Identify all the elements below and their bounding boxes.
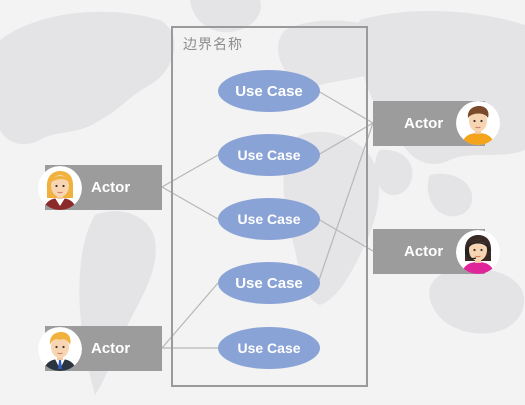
woman-blonde-avatar-icon — [38, 166, 82, 210]
use-case-label: Use Case — [235, 274, 303, 292]
boundary-title: 边界名称 — [183, 37, 243, 53]
association-line — [317, 122, 374, 156]
use-case-1[interactable]: Use Case — [218, 70, 320, 112]
woman-headset-avatar-icon — [456, 230, 500, 274]
use-case-3[interactable]: Use Case — [218, 198, 320, 240]
use-case-label: Use Case — [237, 340, 301, 356]
use-case-label: Use Case — [237, 147, 301, 163]
use-case-label: Use Case — [235, 82, 303, 100]
map-greenland — [190, 0, 261, 33]
map-arabia — [374, 149, 413, 196]
use-case-5[interactable]: Use Case — [218, 327, 320, 369]
use-case-2[interactable]: Use Case — [218, 134, 320, 176]
association-line — [317, 218, 374, 252]
man-blonde-avatar-icon — [38, 327, 82, 371]
association-line — [317, 122, 374, 284]
actor-label: Actor — [91, 179, 131, 196]
actor-label: Actor — [404, 243, 444, 260]
association-line — [317, 90, 374, 124]
use-case-4[interactable]: Use Case — [218, 262, 320, 304]
map-north-america — [0, 11, 175, 145]
use-case-label: Use Case — [237, 211, 301, 227]
map-southeast-asia — [427, 173, 473, 217]
map-australia — [429, 268, 525, 334]
man-brown-hair-avatar-icon — [456, 101, 500, 145]
actor-label: Actor — [91, 340, 131, 357]
actor-label: Actor — [404, 115, 444, 132]
